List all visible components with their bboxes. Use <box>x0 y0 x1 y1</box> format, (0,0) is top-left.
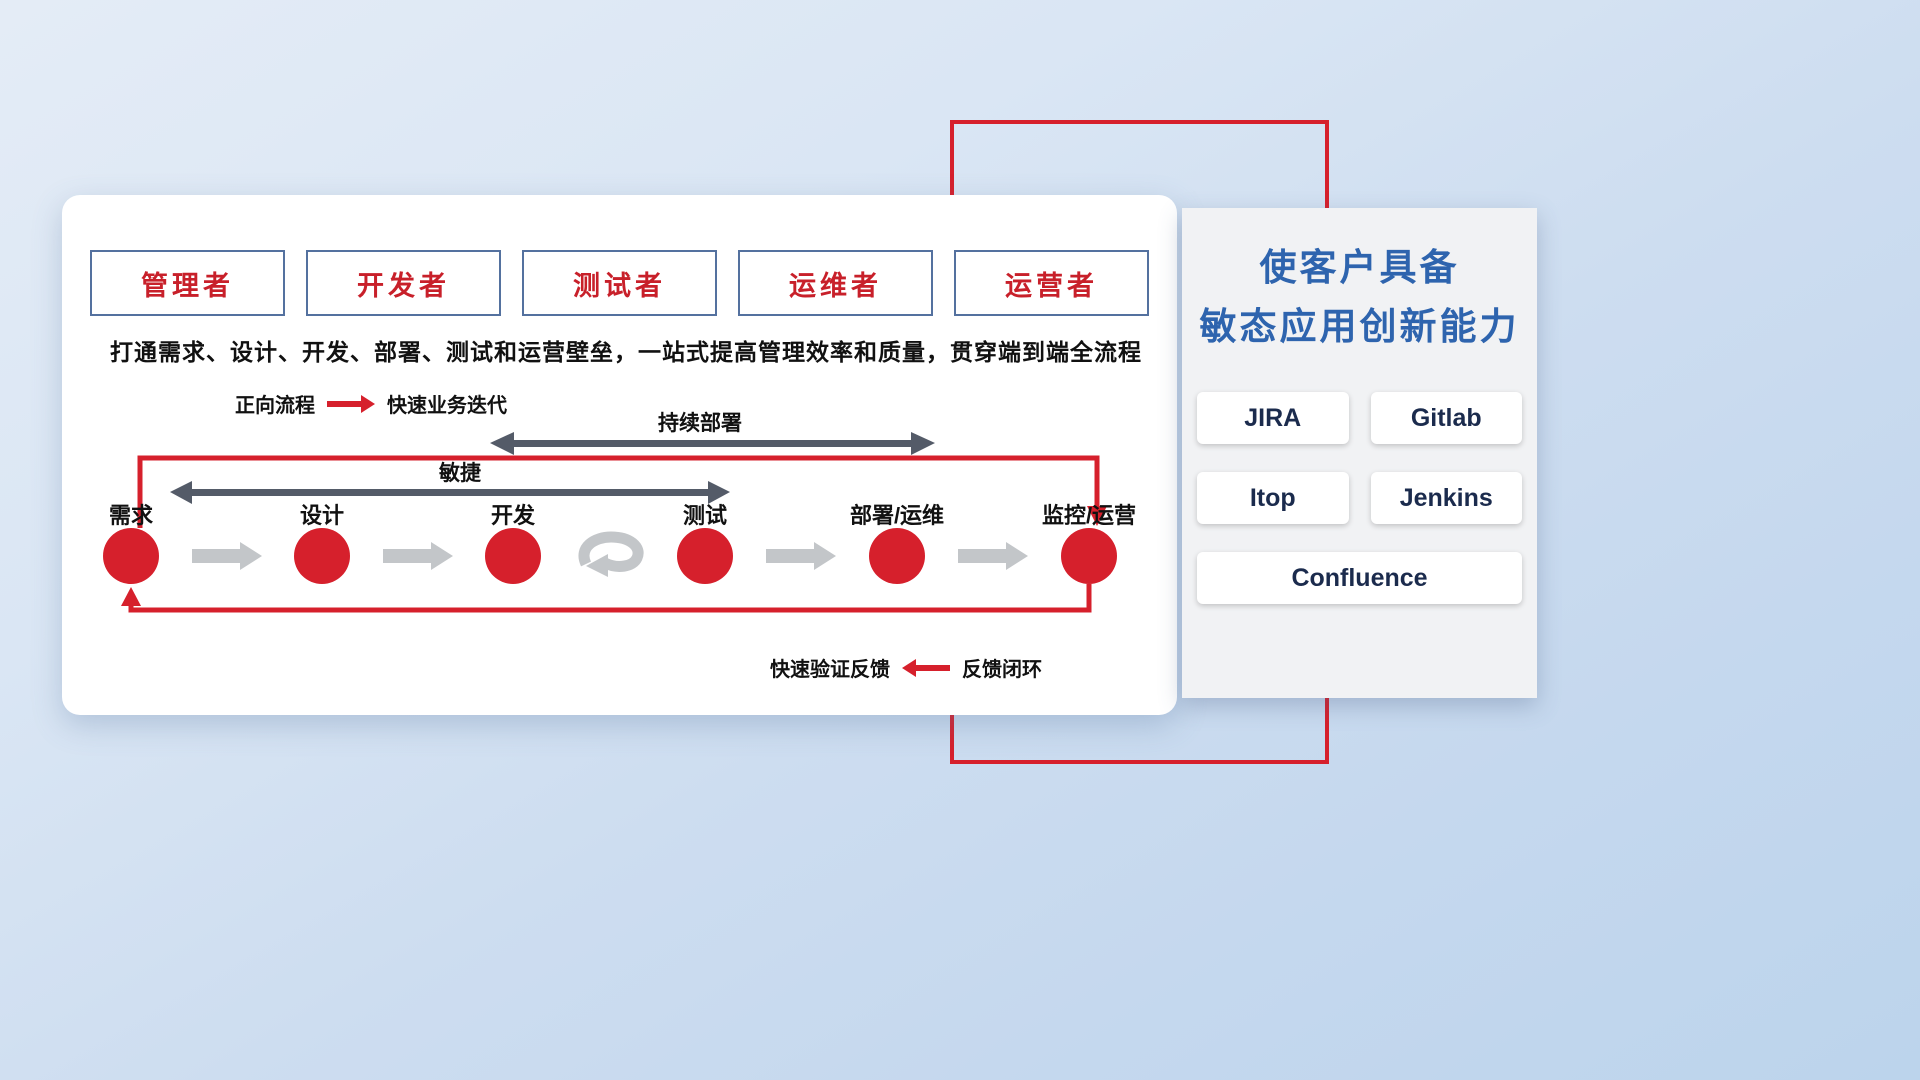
legend-feedback-desc: 反馈闭环 <box>962 659 1042 681</box>
stage-node-requirements <box>103 528 159 584</box>
tools-grid: JIRA Gitlab Itop Jenkins Confluence <box>1197 392 1522 605</box>
roles-row: 管理者 开发者 测试者 运维者 运营者 <box>90 250 1149 316</box>
panel-subtitle: 打通需求、设计、开发、部署、测试和运营壁垒，一站式提高管理效率和质量，贯穿端到端… <box>110 339 1142 365</box>
step-arrow-icon-2 <box>383 542 453 570</box>
legend-feedback-label: 快速验证反馈 <box>770 659 890 681</box>
devops-flow-panel: 管理者 开发者 测试者 运维者 运营者 打通需求、设计、开发、部署、测试和运营壁… <box>62 195 1177 715</box>
stage-label-testing: 测试 <box>683 503 727 528</box>
role-box-manager: 管理者 <box>90 250 285 316</box>
tool-itop: Itop <box>1197 472 1349 525</box>
tool-jira: JIRA <box>1197 392 1349 445</box>
stage-label-development: 开发 <box>491 503 536 528</box>
capability-title-line1: 使客户具备 <box>1259 247 1460 288</box>
role-box-developer: 开发者 <box>306 250 501 316</box>
step-arrow-icon-3 <box>766 542 836 570</box>
stage-label-design: 设计 <box>300 503 344 528</box>
role-label-manager: 管理者 <box>141 270 234 301</box>
role-label-tester: 测试者 <box>573 270 666 301</box>
legend-forward: 正向流程 快速业务迭代 <box>235 389 507 418</box>
forward-loop-arrow-icon <box>137 455 1107 528</box>
stage-node-design <box>294 528 350 584</box>
stage-node-deploy-ops <box>869 528 925 584</box>
capability-panel: 使客户具备 敏态应用创新能力 JIRA Gitlab Itop Jenkins … <box>1182 208 1537 698</box>
capability-title: 使客户具备 敏态应用创新能力 <box>1197 238 1522 356</box>
step-arrow-icon-1 <box>192 542 262 570</box>
continuous-deployment-label: 持续部署 <box>658 411 742 435</box>
flow-diagram: 持续部署 敏捷 <box>103 411 1136 613</box>
role-label-ops: 运维者 <box>789 270 882 301</box>
step-arrow-icon-4 <box>958 542 1028 570</box>
stage-node-monitor-operate <box>1061 528 1117 584</box>
tool-jenkins: Jenkins <box>1370 472 1522 525</box>
role-label-operator: 运营者 <box>1005 270 1098 301</box>
tool-gitlab: Gitlab <box>1370 392 1522 445</box>
role-box-operator: 运营者 <box>954 250 1149 316</box>
stage-label-monitor-operate: 监控/运营 <box>1042 503 1136 528</box>
stage-label-requirements: 需求 <box>109 503 153 528</box>
feedback-loop-arrow-icon <box>121 584 1092 613</box>
role-box-ops: 运维者 <box>738 250 933 316</box>
stage-nodes <box>103 528 1117 584</box>
stage-label-deploy-ops: 部署/运维 <box>850 503 944 528</box>
stage-node-testing <box>677 528 733 584</box>
legend-feedback: 快速验证反馈 反馈闭环 <box>770 653 1042 682</box>
continuous-deployment-arrow-icon <box>490 432 935 455</box>
role-label-developer: 开发者 <box>357 270 450 301</box>
forward-arrow-icon <box>327 394 375 413</box>
stage-node-development <box>485 528 541 584</box>
legend-forward-desc: 快速业务迭代 <box>387 395 507 417</box>
iteration-loop-icon <box>578 531 644 577</box>
agile-arrow-icon <box>170 481 730 504</box>
capability-title-line2: 敏态应用创新能力 <box>1199 306 1520 348</box>
role-box-tester: 测试者 <box>522 250 717 316</box>
tool-confluence: Confluence <box>1197 552 1522 605</box>
agile-label: 敏捷 <box>438 461 481 485</box>
legend-forward-label: 正向流程 <box>235 395 315 417</box>
feedback-arrow-icon <box>902 658 950 677</box>
